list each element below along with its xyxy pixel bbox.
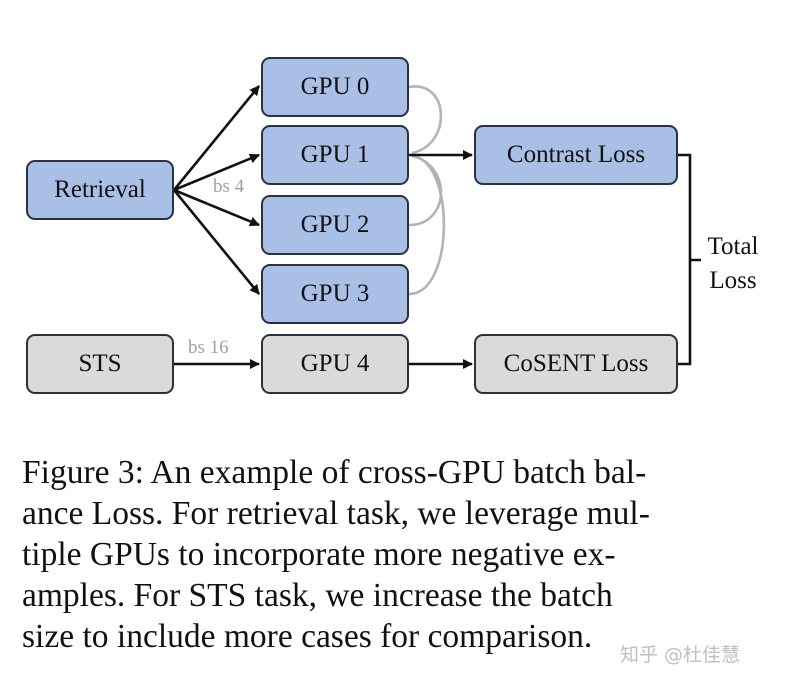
node-gpu4-label: GPU 4 (300, 350, 370, 377)
node-sts: STS (26, 334, 174, 394)
node-retrieval-label: Retrieval (54, 176, 146, 203)
caption-line-2: ance Loss. For retrieval task, we levera… (22, 495, 650, 532)
node-cosent-loss-label: CoSENT Loss (503, 350, 649, 377)
node-gpu0: GPU 0 (261, 57, 409, 117)
gather-curve-gpu2 (408, 154, 443, 227)
figure-caption: Figure 3: An example of cross-GPU batch … (22, 452, 774, 657)
node-cosent-loss: CoSENT Loss (474, 334, 678, 394)
arrow-retrieval-gpu2 (173, 188, 260, 227)
caption-line-5: size to include more cases for compariso… (22, 618, 593, 655)
caption-line-1: Figure 3: An example of cross-GPU batch … (22, 454, 647, 491)
node-contrast-loss-label: Contrast Loss (506, 141, 646, 168)
node-gpu3: GPU 3 (261, 264, 409, 324)
node-gpu1: GPU 1 (261, 125, 409, 185)
node-gpu4: GPU 4 (261, 334, 409, 394)
diagram-connectors (172, 85, 701, 369)
caption-line-4: amples. For STS task, we increase the ba… (22, 577, 613, 614)
gather-curve-gpu0 (408, 85, 443, 155)
edge-label-sts-bs: bs 16 (188, 337, 229, 358)
edge-label-retrieval-bs: bs 4 (213, 176, 245, 197)
node-gpu1-label: GPU 1 (300, 141, 370, 168)
node-gpu3-label: GPU 3 (300, 280, 370, 307)
caption-line-3: tiple GPUs to incorporate more negative … (22, 536, 616, 573)
arrow-retrieval-gpu3 (172, 189, 261, 295)
total-loss-line-2: Loss (709, 267, 757, 294)
node-gpu0-label: GPU 0 (300, 73, 370, 100)
node-gpu2-label: GPU 2 (300, 211, 370, 238)
node-gpu2: GPU 2 (261, 195, 409, 255)
arrow-retrieval-gpu0 (172, 85, 261, 191)
arrow-retrieval-gpu1 (173, 153, 260, 192)
watermark: 知乎 @杜佳慧 (620, 644, 741, 666)
total-loss-bracket (678, 153, 701, 366)
total-loss-line-1: Total (707, 233, 759, 260)
node-retrieval: Retrieval (26, 160, 174, 220)
gather-curve-gpu3 (408, 154, 446, 296)
total-loss-label: Total Loss (701, 230, 765, 298)
node-contrast-loss: Contrast Loss (474, 125, 678, 185)
node-sts-label: STS (78, 350, 122, 377)
